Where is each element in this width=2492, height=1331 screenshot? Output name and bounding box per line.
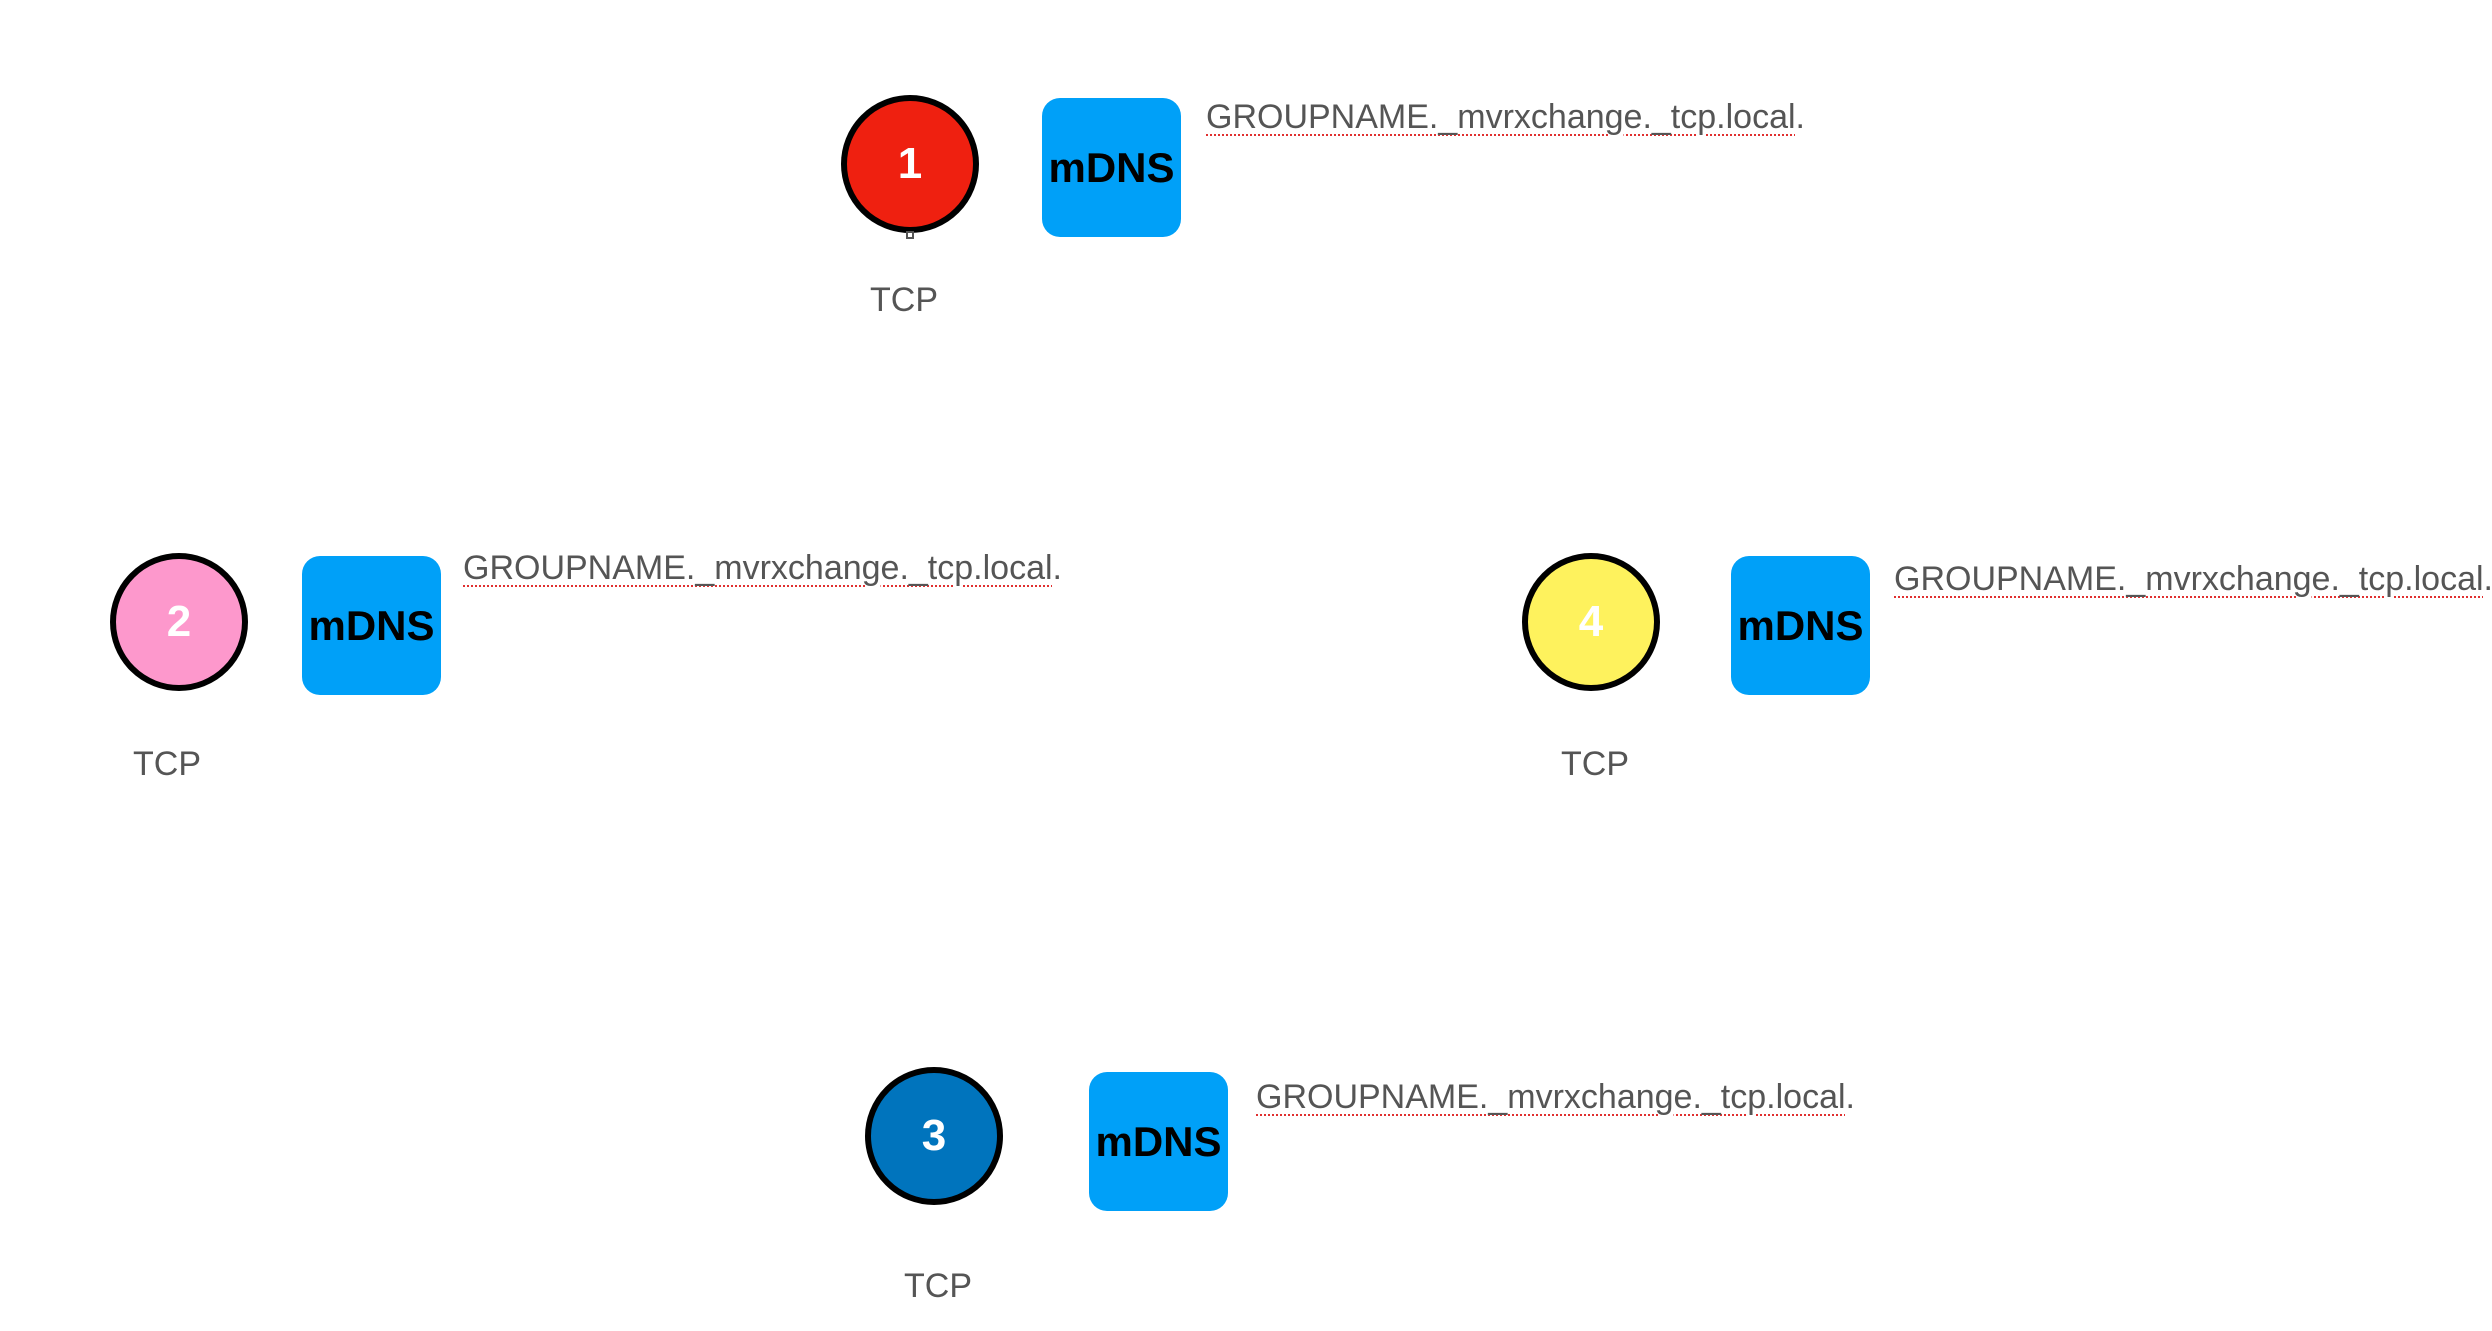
node-4-service-name: GROUPNAME._mvrxchange._tcp.local. [1894, 560, 2492, 598]
node-2-protocol-label: TCP [133, 745, 201, 783]
node-3-mdns-badge: mDNS [1089, 1072, 1228, 1211]
node-2-service-name: GROUPNAME._mvrxchange._tcp.local. [463, 549, 1062, 587]
node-1-mdns-badge: mDNS [1042, 98, 1181, 237]
node-2-circle[interactable]: 2 [110, 553, 248, 691]
node-4-mdns-badge: mDNS [1731, 556, 1870, 695]
node-4-circle[interactable]: 4 [1522, 553, 1660, 691]
node-3-protocol-label: TCP [904, 1267, 972, 1305]
node-3-service-name: GROUPNAME._mvrxchange._tcp.local. [1256, 1078, 1855, 1116]
node-2-mdns-badge: mDNS [302, 556, 441, 695]
node-1-circle[interactable]: 1 [841, 95, 979, 233]
selection-handle[interactable] [906, 231, 914, 239]
node-3-circle[interactable]: 3 [865, 1067, 1003, 1205]
node-1-service-name: GROUPNAME._mvrxchange._tcp.local. [1206, 98, 1805, 136]
node-4-protocol-label: TCP [1561, 745, 1629, 783]
node-1-protocol-label: TCP [870, 281, 938, 319]
